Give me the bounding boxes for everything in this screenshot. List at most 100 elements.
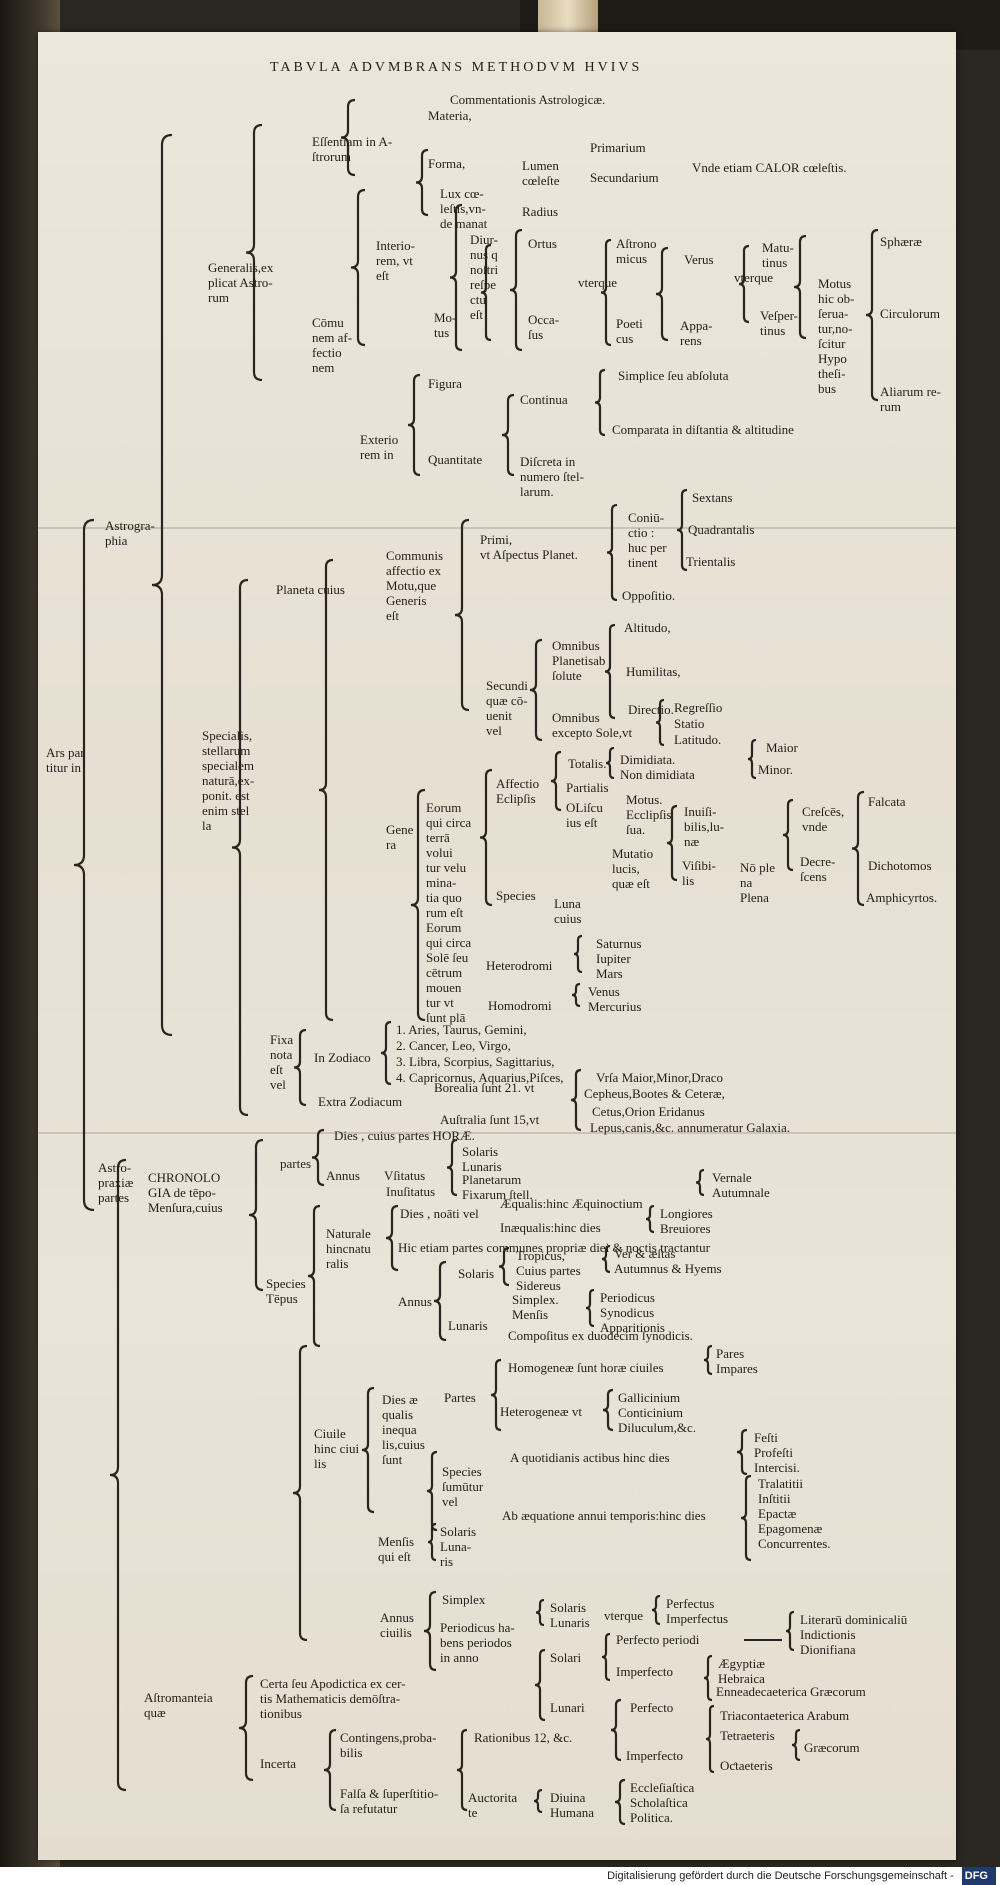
node-auctoritate: Auctorita te [468, 1790, 518, 1820]
node-altitudo: Altitudo, [624, 620, 671, 635]
node-imperfecto2: Imperfecto [626, 1748, 684, 1763]
node-annus2: Annus [398, 1294, 432, 1309]
node-abaequatione: Ab æquatione annui temporis:hinc dies [502, 1508, 706, 1523]
node-calor: Vnde etiam CALOR cœleſtis. [692, 160, 847, 175]
node-australia: Auſtralia ſunt 15,vt [440, 1112, 540, 1127]
node-graecorum: Græcorum [804, 1740, 860, 1755]
node-motushic: Motus hic ob- ſerua- tur,no- ſcitur Hypo… [818, 276, 855, 396]
node-visibilis: Viſibi- lis [682, 858, 716, 888]
node-occasus: Occa- ſus [528, 312, 560, 342]
node-aliarum: Aliarum re- rum [880, 384, 942, 414]
node-essentiam: Eſſentiam in A- ſtrorum [312, 134, 393, 164]
node-cetus: Cetus,Orion Eridanus [592, 1104, 705, 1119]
node-oppositio: Oppoſitio. [622, 588, 676, 603]
node-gallicinium: Gallicinium Conticinium Diluculum,&c. [618, 1390, 696, 1435]
node-octaeteris: Oƈtaeteris [720, 1758, 773, 1773]
node-pares: Pares Impares [716, 1346, 758, 1376]
node-discreta: Diſcreta in numero ſtel- larum. [520, 454, 584, 499]
node-homodromi: Homodromi [488, 998, 552, 1013]
node-mensis: Menſis qui eſt [378, 1534, 415, 1564]
node-diesae: Dies æ qualis inequa lis,cuius ſunt [382, 1392, 425, 1467]
node-root: Ars par titur in [46, 745, 85, 775]
node-inzodiaco: In Zodiaco [314, 1050, 371, 1065]
node-primarium: Primarium [590, 140, 646, 155]
node-partes: partes [280, 1156, 312, 1171]
node-figura: Figura [428, 376, 462, 391]
node-zod3: 3. Libra, Scorpius, Sagittarius, [396, 1054, 555, 1069]
node-annusciuilis: Annus ciuilis [380, 1610, 414, 1640]
node-regressio: Regreſſio [674, 700, 723, 715]
node-incerta: Incerta [260, 1756, 297, 1771]
node-mutatio: Mutatio lucis, quæ eſt [612, 846, 654, 891]
node-translatitii: Tralatitii Inſtitii Epactæ Epagomenæ Con… [758, 1476, 831, 1551]
node-vsitatus: Vſitatus [384, 1168, 426, 1183]
node-dimidiata: Dimidiata. Non dimidiata [620, 752, 695, 782]
node-motus: Mo- tus [434, 310, 457, 340]
node-continua: Continua [520, 392, 568, 407]
node-vernale: Vernale Autumnale [712, 1170, 770, 1200]
node-heterodromi: Heterodromi [486, 958, 553, 973]
node-perfecto2: Perfecto [630, 1700, 674, 1715]
node-radius: Radius [522, 204, 559, 219]
node-statio: Statio [674, 716, 705, 731]
node-enneadecaeterica: Enneadecaeterica Græcorum [716, 1684, 866, 1699]
node-fixa: Fixa nota eſt vel [270, 1032, 294, 1092]
node-contingens: Contingens,proba- bilis [340, 1730, 437, 1760]
node-aegyptiae: Ægyptiæ Hebraica [718, 1656, 765, 1686]
fold-line [38, 1132, 956, 1134]
node-dichotomos: Dichotomos [868, 858, 932, 873]
node-maior: Maior [766, 740, 798, 755]
node-lunaris2: Lunaris [448, 1318, 488, 1333]
node-exteriorem: Exterio rem in [360, 432, 399, 462]
node-eorum: Eorum qui circa terrā volui tur velu min… [426, 800, 472, 1025]
node-rationibus: Rationibus 12, &c. [474, 1730, 573, 1745]
node-apparens: Appa- rens [680, 318, 713, 348]
node-longiores: Longiores Breuiores [660, 1206, 713, 1236]
node-species2: Species ſumūtur vel [442, 1464, 484, 1509]
node-literarum: Literarū dominicaliū Indictionis Dionifi… [800, 1612, 908, 1657]
node-simplex2: Simplex [442, 1592, 486, 1607]
node-periodicushabens: Periodicus ha- bens periodos in anno [440, 1620, 515, 1665]
node-inuisibilis: Inuiſi- bilis,lu- næ [684, 804, 725, 849]
node-festi: Feſti Profeſti Intercisi. [754, 1430, 800, 1475]
node-species: Species [496, 888, 536, 903]
node-falsa: Falſa & ſuperſtitio- ſa refutatur [340, 1786, 439, 1816]
node-amphicyrtos: Amphicyrtos. [866, 890, 938, 905]
node-affectio: Affectio Eclipſis [496, 776, 540, 806]
node-hicetiam: Hic etiam partes communes propriæ diei &… [398, 1240, 710, 1255]
node-speciestempus: Species Tēpus [266, 1276, 306, 1306]
node-trientalis: Trientalis [686, 554, 736, 569]
node-perfectoperiodi: Perfecto periodi [616, 1632, 700, 1647]
node-planeta: Planeta cuius [276, 582, 345, 597]
node-comparata: Comparata in diſtantia & altitudine [612, 422, 794, 437]
node-venus: Venus Mercurius [588, 984, 642, 1014]
node-decrescens: Decre- ſcens [800, 854, 836, 884]
node-naturale: Naturale hincnatu ralis [326, 1226, 371, 1271]
node-verus: Verus [684, 252, 714, 267]
node-latitudo: Latitudo. [674, 732, 722, 747]
node-lumen: Lumen cœleſte [522, 158, 560, 188]
node-solarislunaris: Solaris Luna- ris [440, 1524, 477, 1569]
node-periodicus: Periodicus Synodicus Apparitionis [600, 1290, 665, 1335]
node-vterque1: vterque [578, 275, 617, 290]
node-aquotidianis: A quotidianis actibus hinc dies [510, 1450, 670, 1465]
node-luna: Luna cuius [554, 896, 582, 926]
node-ecclesiastica: Eccleſiaſtica Scholaſtica Politica. [630, 1780, 695, 1825]
node-solaris2: Solaris [458, 1266, 495, 1281]
node-dies: Dies , cuius partes HORÆ. [334, 1128, 475, 1143]
page-title: TABVLA ADVMBRANS METHODVM HVIVS [270, 60, 643, 75]
node-saturnus: Saturnus Iupiter Mars [596, 936, 642, 981]
node-cepheus: Cepheus,Bootes & Ceteræ, [584, 1086, 725, 1101]
node-vterque2: vterque [734, 270, 773, 285]
node-communis: Communis affectio ex Motu,que Generis eſ… [386, 548, 444, 623]
node-diesnocti: Dies , noāti vel [400, 1206, 479, 1221]
node-borealia: Borealia ſunt 21. vt [434, 1080, 535, 1095]
node-coniunctio: Coniū- ctio : huc per tinent [628, 510, 667, 570]
node-ciuile: Ciuile hinc ciui lis [314, 1426, 360, 1471]
node-compositus: Compoſitus ex duodecim ſynodicis. [508, 1328, 693, 1343]
node-totalis: Totalis. [568, 756, 607, 771]
node-sphaerae: Sphæræ [880, 234, 922, 249]
node-astronomicus: Aſtrono micus [616, 236, 657, 266]
node-imperfecto: Imperfecto [616, 1664, 674, 1679]
node-partes2: Partes [444, 1390, 476, 1405]
